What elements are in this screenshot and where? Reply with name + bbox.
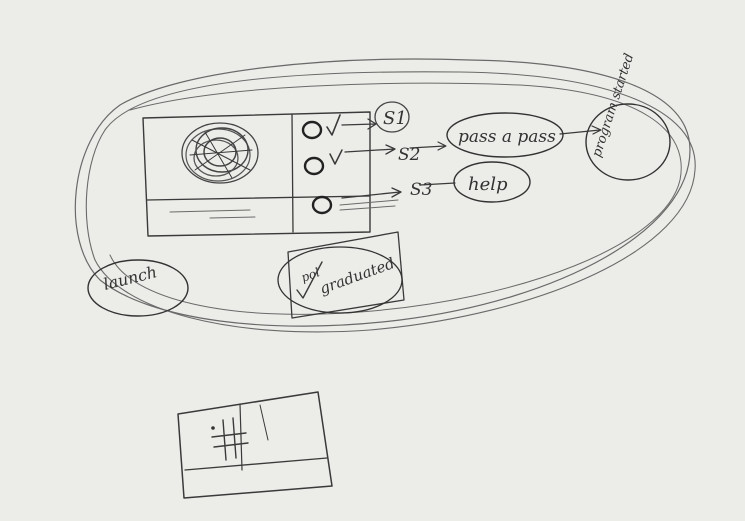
step-label-s1: S1 <box>383 108 407 129</box>
step-label-s3: S3 <box>410 180 432 200</box>
help-label: help <box>468 174 508 195</box>
pass-a-pass-label: pass a pass <box>458 127 556 147</box>
step-label-s2: S2 <box>398 145 420 165</box>
